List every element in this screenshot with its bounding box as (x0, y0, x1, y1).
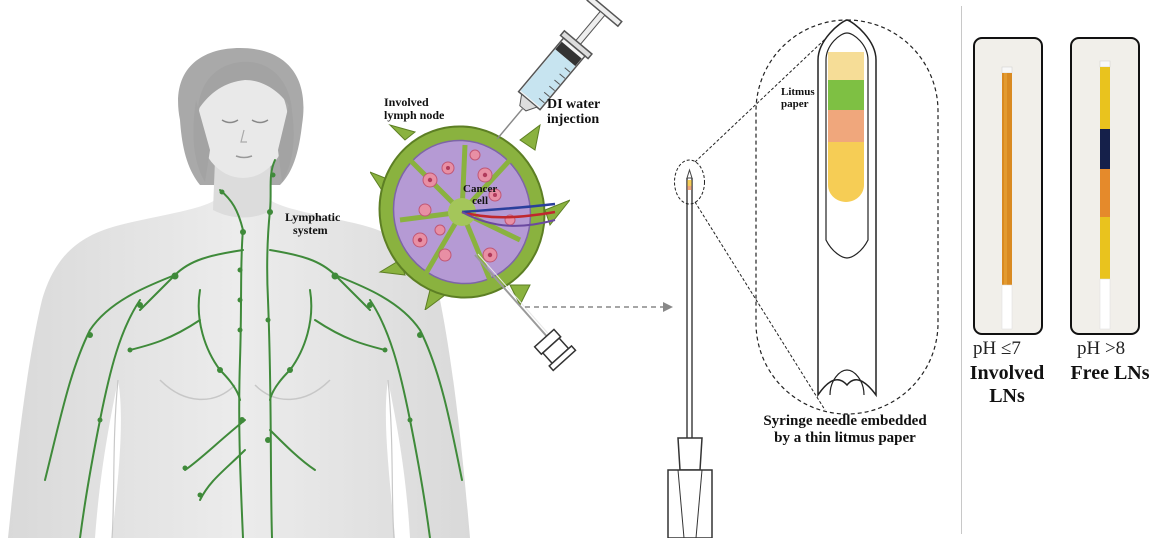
litmus-strip-multicolor-icon (1072, 39, 1138, 333)
litmus-paper-label: Litmus paper (781, 86, 815, 110)
needle-icon (470, 250, 580, 380)
needle-zoom-icon (640, 0, 960, 538)
involved-strip-card (973, 37, 1043, 335)
di-water-injection-label: DI water injection (547, 97, 600, 128)
free-result-label: Free LNs (1058, 362, 1162, 385)
litmus-strip-orange-icon (975, 39, 1041, 333)
cancer-cell-label: Cancer cell (463, 183, 497, 207)
involved-lymph-node-label: Involved lymph node (384, 96, 444, 122)
syringe-caption: Syringe needle embedded by a thin litmus… (748, 413, 942, 446)
divider (961, 6, 962, 534)
involved-ph-label: pH ≤7 (973, 338, 1021, 360)
lymphatic-system-label: Lymphatic system (285, 211, 340, 237)
involved-result-label: Involved LNs (955, 362, 1059, 408)
free-strip-card (1070, 37, 1140, 335)
free-ph-label: pH >8 (1077, 338, 1125, 360)
